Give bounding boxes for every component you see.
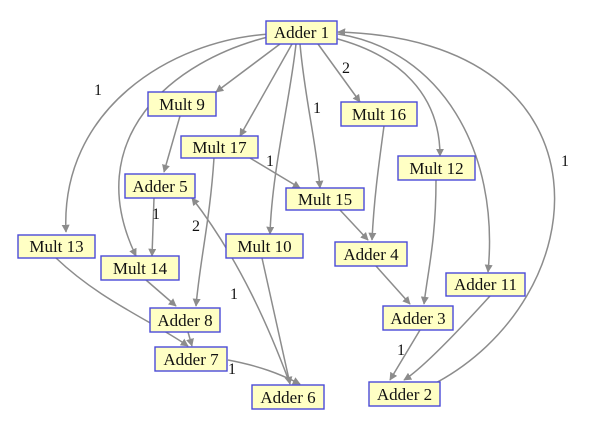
edge-label-adder1-mult15: 1 — [313, 100, 321, 117]
edge-mult15-adder4 — [339, 209, 369, 241]
node-label-mult16: Mult 16 — [352, 105, 406, 124]
edge-label-adder2-adder1: 1 — [561, 153, 569, 170]
node-label-mult10: Mult 10 — [237, 237, 291, 256]
edge-adder1-mult17 — [239, 43, 293, 137]
node-label-adder7: Adder 7 — [163, 350, 219, 369]
edge-adder5-mult14 — [148, 197, 157, 257]
edges-layer — [55, 28, 556, 387]
node-label-adder3: Adder 3 — [390, 309, 445, 328]
edge-adder11-adder2 — [403, 295, 491, 381]
edge-mult14-adder8 — [145, 279, 177, 307]
edge-mult9-adder5 — [162, 115, 181, 173]
edge-adder1-mult16 — [317, 43, 361, 103]
edge-adder3-adder2 — [389, 329, 421, 381]
edge-adder6-adder5 — [191, 197, 291, 385]
node-adder5: Adder 5 — [124, 173, 196, 199]
node-label-adder11: Adder 11 — [454, 275, 517, 294]
node-mult12: Mult 12 — [397, 155, 476, 181]
edge-adder1-mult13 — [61, 33, 271, 233]
edge-label-mult17-adder8: 2 — [192, 218, 200, 235]
node-label-mult17: Mult 17 — [192, 138, 247, 157]
node-mult10: Mult 10 — [225, 233, 304, 259]
nodes-layer: Adder 1 Mult 9 Mult 16 Mult 17 Mult 12 A… — [17, 20, 526, 410]
edge-mult17-mult15 — [249, 157, 301, 189]
edge-adder8-adder7 — [186, 331, 194, 347]
edge-label-adder7-adder6: 1 — [228, 361, 236, 378]
node-label-mult15: Mult 15 — [298, 190, 352, 209]
edge-label-mult17-mult15: 1 — [266, 153, 274, 170]
node-adder6: Adder 6 — [251, 384, 325, 410]
edge-adder1-mult9 — [215, 43, 281, 93]
node-label-adder2: Adder 2 — [377, 385, 432, 404]
node-label-mult14: Mult 14 — [113, 259, 168, 278]
edge-adder1-mult15 — [299, 43, 324, 189]
node-label-mult13: Mult 13 — [29, 237, 83, 256]
edge-mult17-adder8 — [192, 157, 215, 307]
node-mult15: Mult 15 — [285, 187, 365, 211]
edge-label-adder1-mult16: 2 — [342, 60, 350, 77]
edge-labels-layer: 1 1 2 1 1 1 2 1 1 1 — [94, 60, 569, 378]
edge-adder1-mult14 — [118, 35, 273, 257]
node-adder3: Adder 3 — [382, 305, 454, 331]
node-adder8: Adder 8 — [149, 307, 221, 333]
node-mult14: Mult 14 — [100, 255, 180, 281]
node-adder7: Adder 7 — [154, 346, 228, 372]
node-label-mult12: Mult 12 — [409, 159, 463, 178]
edge-adder2-adder1 — [337, 28, 556, 387]
edge-mult12-adder3 — [420, 179, 437, 305]
edge-adder1-mult12 — [333, 37, 444, 157]
edge-label-adder6-adder5: 1 — [230, 286, 238, 303]
edge-adder1-adder11 — [337, 33, 493, 273]
node-adder4: Adder 4 — [334, 241, 408, 267]
node-mult16: Mult 16 — [340, 101, 418, 127]
edge-label-adder1-mult13: 1 — [94, 82, 102, 99]
node-label-adder6: Adder 6 — [260, 388, 315, 407]
node-label-adder4: Adder 4 — [343, 245, 399, 264]
edge-adder1-mult10 — [266, 43, 297, 235]
node-mult17: Mult 17 — [180, 135, 259, 159]
node-label-adder5: Adder 5 — [132, 177, 187, 196]
edge-adder7-adder6 — [227, 359, 301, 385]
edge-mult13-adder7 — [55, 257, 189, 347]
node-adder11: Adder 11 — [445, 272, 526, 297]
node-label-adder8: Adder 8 — [157, 311, 212, 330]
node-mult13: Mult 13 — [17, 234, 96, 259]
edge-label-adder5-mult14: 1 — [152, 206, 160, 223]
node-adder1: Adder 1 — [265, 20, 338, 45]
node-label-mult9: Mult 9 — [159, 95, 205, 114]
node-mult9: Mult 9 — [147, 91, 217, 117]
edge-mult10-adder6 — [261, 257, 293, 385]
edge-label-adder3-adder2: 1 — [397, 342, 405, 359]
node-label-adder1: Adder 1 — [274, 23, 329, 42]
node-adder2: Adder 2 — [368, 381, 441, 407]
edge-adder4-adder3 — [375, 265, 411, 305]
edge-mult16-adder4 — [368, 125, 385, 241]
